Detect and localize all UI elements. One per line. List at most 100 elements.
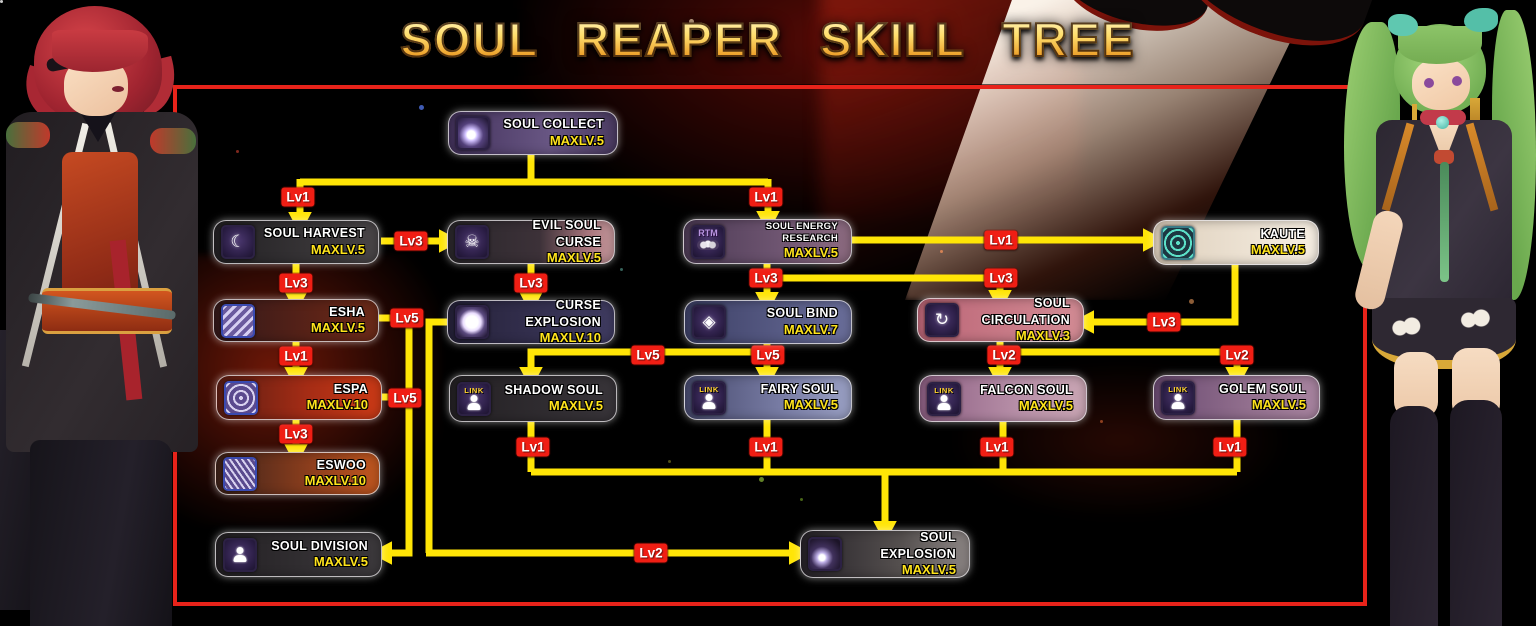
- coat-tail: [0, 330, 44, 610]
- level-requirement-badge: Lv5: [751, 345, 785, 365]
- golem-soul-icon: LINK: [1161, 380, 1195, 415]
- skill-maxlv: MAXLV.3: [1015, 327, 1070, 343]
- soul-harvest-glyph: ☾: [230, 231, 246, 252]
- skill-maxlv: MAXLV.5: [310, 241, 365, 257]
- coat-trim: [21, 122, 90, 368]
- red-vest: [62, 152, 138, 322]
- skill-name: GOLEM SOUL: [1218, 381, 1306, 396]
- kaute-icon: [1161, 225, 1195, 260]
- skill-maxlv: MAXLV.5: [783, 245, 838, 261]
- level-requirement-badge: Lv1: [749, 187, 783, 207]
- skill-name: ESPA: [333, 381, 368, 396]
- spirit-figure-icon: [1172, 394, 1185, 409]
- gears-icon: [697, 239, 719, 250]
- thigh: [1394, 352, 1438, 418]
- level-requirement-badge: Lv3: [514, 273, 548, 293]
- soul-division-icon: [223, 537, 257, 572]
- skill-name: FALCON SOUL: [980, 382, 1073, 397]
- curse-explosion-icon: [455, 305, 489, 339]
- level-requirement-badge: Lv1: [281, 187, 315, 207]
- cloud-pattern: [1388, 316, 1422, 336]
- level-requirement-badge: Lv3: [1147, 312, 1181, 332]
- skill-name: SOUL CIRCULATION: [981, 296, 1070, 327]
- link-icon-label: LINK: [464, 385, 484, 395]
- earring: [1412, 104, 1417, 124]
- skill-maxlv: MAXLV.5: [549, 132, 604, 148]
- stocking: [1450, 400, 1502, 626]
- dark-dress: [1376, 120, 1512, 320]
- level-requirement-badge: Lv1: [1213, 437, 1247, 457]
- earring: [1470, 98, 1480, 132]
- skill-maxlv: MAXLV.10: [304, 473, 366, 489]
- skill-maxlv: MAXLV.5: [783, 397, 838, 413]
- skill-name: SOUL EXPLOSION: [880, 530, 956, 561]
- skill-maxlv: MAXLV.10: [539, 329, 601, 345]
- page-title: SOUL REAPER SKILL TREE: [0, 12, 1536, 67]
- skirt: [1372, 298, 1516, 369]
- level-requirement-badge: Lv2: [1220, 345, 1254, 365]
- skill-maxlv: MAXLV.5: [310, 320, 365, 336]
- skill-maxlv: MAXLV.7: [783, 321, 838, 337]
- level-requirement-badge: Lv1: [749, 437, 783, 457]
- link-icon-label: LINK: [1168, 384, 1188, 394]
- collar: [80, 112, 116, 142]
- spirit-figure-icon: [468, 395, 481, 410]
- eye: [1424, 78, 1434, 88]
- skill-maxlv: MAXLV.10: [306, 397, 368, 413]
- espa-icon: [224, 380, 258, 415]
- skill-name: SOUL HARVEST: [263, 226, 365, 241]
- soul-bind-icon: ◈: [692, 305, 726, 339]
- dark-trousers: [30, 440, 172, 626]
- skill-name: EVIL SOUL CURSE: [532, 218, 601, 249]
- skill-maxlv: MAXLV.5: [546, 249, 601, 265]
- eswoo-icon: [223, 456, 257, 491]
- sheathed-sword: [28, 293, 176, 320]
- level-requirement-badge: Lv3: [394, 231, 428, 251]
- skill-name: SOUL DIVISION: [271, 538, 368, 553]
- skill-maxlv: MAXLV.5: [901, 561, 956, 577]
- skill-name: SOUL COLLECT: [503, 117, 604, 132]
- tassel-knot: [1434, 150, 1454, 164]
- soul-collect-icon: [456, 116, 490, 150]
- level-requirement-badge: Lv5: [390, 308, 424, 328]
- skill-name: ESHA: [329, 304, 365, 319]
- level-requirement-badge: Lv2: [987, 345, 1021, 365]
- falcon-soul-icon: LINK: [927, 381, 961, 416]
- coat-body: [6, 112, 198, 452]
- skill-maxlv: MAXLV.5: [548, 398, 603, 414]
- spirit-figure-icon: [703, 394, 716, 409]
- eye: [112, 86, 124, 92]
- level-requirement-badge: Lv3: [279, 273, 313, 293]
- skill-maxlv: MAXLV.5: [1018, 398, 1073, 414]
- red-strap: [109, 239, 143, 401]
